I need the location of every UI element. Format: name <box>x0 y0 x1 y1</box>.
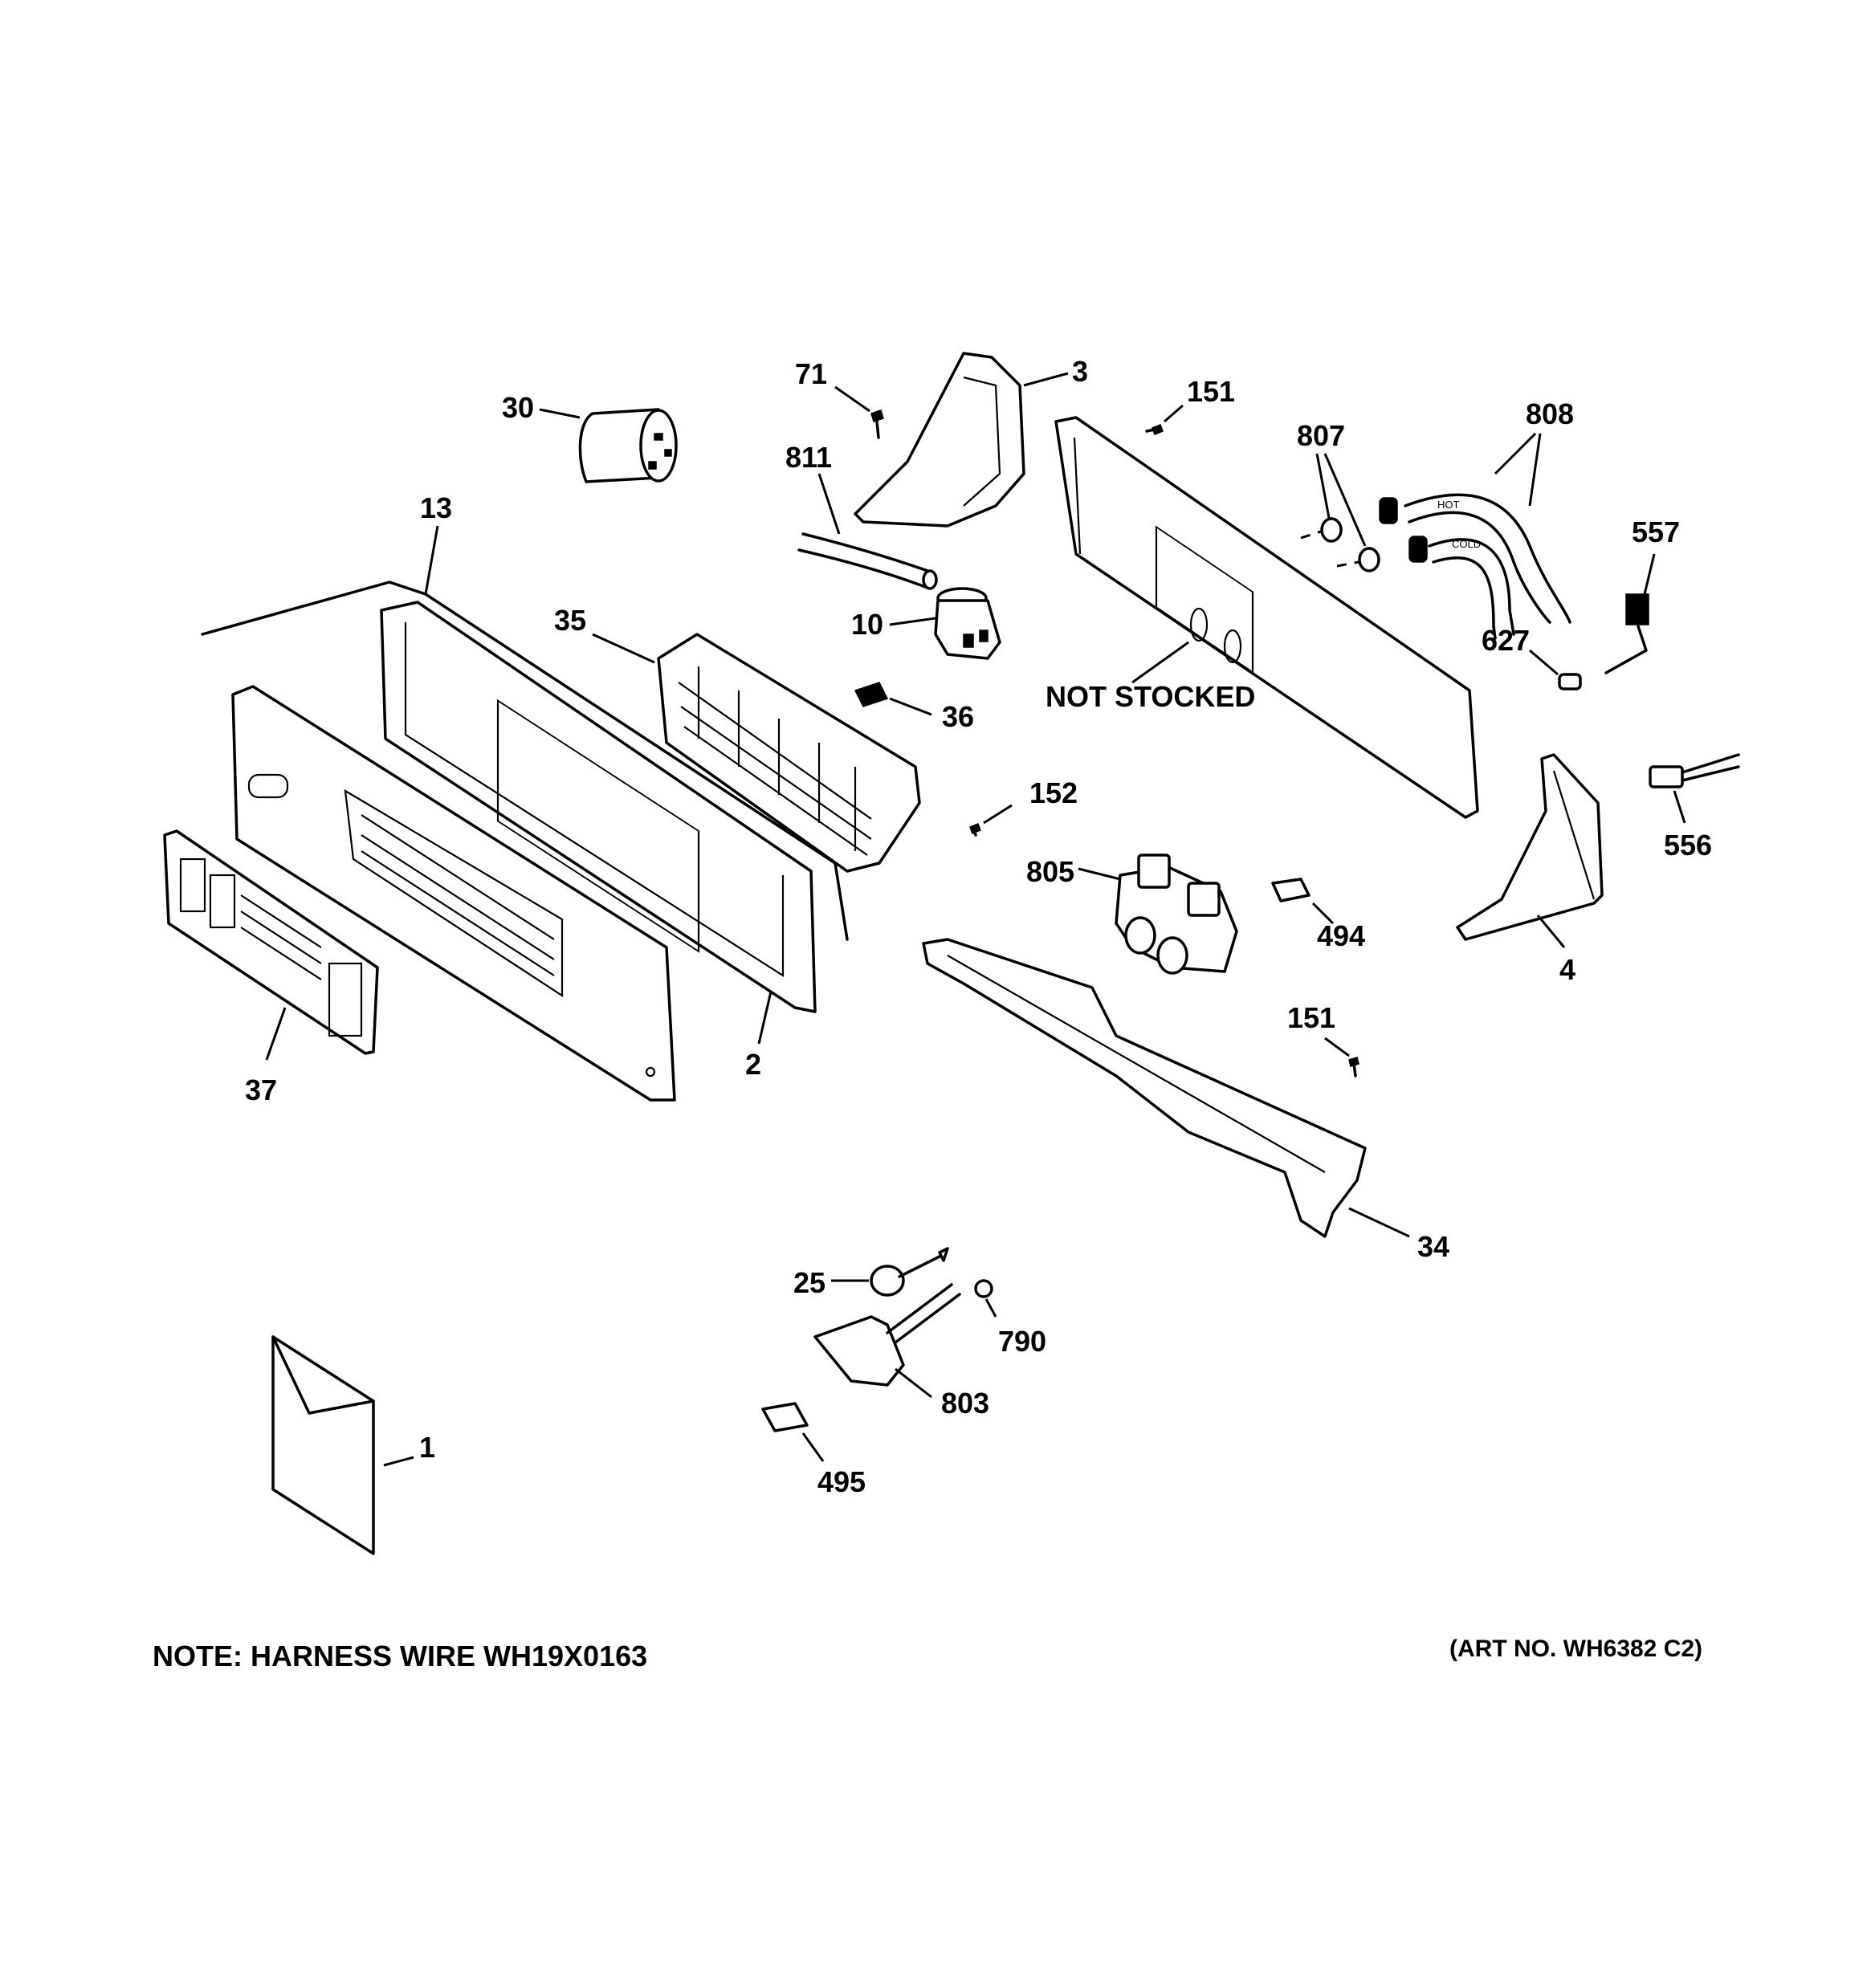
callout-3: 3 <box>1072 355 1088 388</box>
part-1-envelope <box>271 1335 414 1555</box>
callout-803: 803 <box>941 1387 989 1420</box>
part-30-filter <box>539 408 678 483</box>
callout-2: 2 <box>745 1048 761 1081</box>
callout-10: 10 <box>851 608 883 641</box>
callout-not-stocked: NOT STOCKED <box>1046 680 1255 713</box>
cold-hose-label: COLD <box>1452 538 1481 550</box>
part-36-clip <box>854 682 932 716</box>
callout-30: 30 <box>502 391 534 424</box>
callout-805: 805 <box>1026 855 1074 888</box>
callout-790: 790 <box>998 1325 1046 1358</box>
part-backsplash-not-stocked <box>1054 416 1479 819</box>
part-556-connector <box>1649 753 1740 824</box>
part-35-board-frame <box>592 633 921 873</box>
callout-34: 34 <box>1417 1230 1449 1263</box>
callout-35: 35 <box>554 604 586 637</box>
part-71-screw <box>834 385 884 439</box>
callout-495: 495 <box>817 1465 866 1498</box>
part-152-screw <box>969 804 1013 837</box>
callout-494: 494 <box>1317 919 1365 952</box>
callout-1: 1 <box>419 1431 435 1464</box>
part-34-valve-bracket <box>922 938 1410 1238</box>
part-808-inlet-hoses: HOT COLD <box>1379 432 1571 640</box>
callout-71: 71 <box>795 357 827 390</box>
part-557-sensor <box>1604 553 1656 674</box>
part-790-clip <box>974 1279 997 1318</box>
part-151-screw-lower <box>1324 1037 1359 1078</box>
callout-37: 37 <box>245 1073 277 1106</box>
hot-hose-label: HOT <box>1437 499 1460 511</box>
part-2-control-housing <box>380 601 817 1045</box>
part-151-screw-top <box>1145 404 1184 435</box>
callout-labels: 30 13 71 811 3 151 807 808 557 10 35 36 … <box>245 355 1712 1498</box>
callout-25: 25 <box>793 1266 825 1299</box>
part-805-water-valve <box>1078 853 1238 975</box>
part-807-washers <box>1300 453 1380 572</box>
art-number: (ART NO. WH6382 C2) <box>1449 1636 1702 1662</box>
part-13-console <box>201 525 849 941</box>
callout-811: 811 <box>785 441 832 474</box>
callout-627: 627 <box>1482 624 1530 657</box>
part-4-bracket <box>1456 753 1604 948</box>
part-494-terminal <box>1271 878 1335 925</box>
part-627-grommet <box>1529 649 1582 691</box>
callout-4: 4 <box>1559 953 1576 986</box>
part-811-hose <box>797 473 938 590</box>
callout-151-lower: 151 <box>1287 1001 1335 1034</box>
part-front-faceplate <box>231 685 676 1102</box>
part-803-dispenser <box>813 1283 961 1399</box>
callout-13: 13 <box>420 491 452 524</box>
harness-note: NOTE: HARNESS WIRE WH19X0163 <box>153 1640 647 1672</box>
part-25-knob <box>831 1247 949 1297</box>
part-495-terminal <box>761 1402 825 1462</box>
callout-807: 807 <box>1297 419 1345 452</box>
part-10-pressure-switch <box>889 587 1001 660</box>
callout-808: 808 <box>1526 397 1574 430</box>
callout-556: 556 <box>1664 829 1712 862</box>
part-37-overlay <box>163 829 379 1061</box>
callout-151-top: 151 <box>1187 375 1235 408</box>
callout-152: 152 <box>1029 776 1078 809</box>
callout-36: 36 <box>942 700 974 733</box>
part-3-bracket <box>854 352 1069 528</box>
callout-557: 557 <box>1632 515 1680 548</box>
